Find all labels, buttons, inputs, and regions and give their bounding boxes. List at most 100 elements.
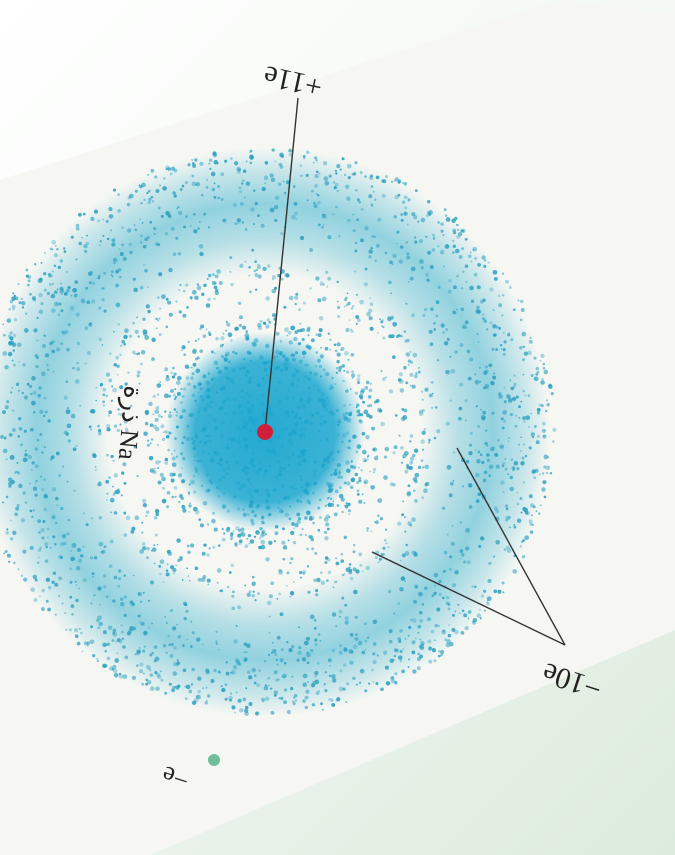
electron-dot: [246, 670, 251, 674]
electron-dot: [113, 424, 118, 428]
electron-dot: [497, 439, 500, 442]
electron-dot: [458, 406, 463, 411]
electron-dot: [413, 448, 419, 453]
electron-dot: [147, 599, 151, 602]
electron-dot: [520, 400, 523, 403]
electron-dot: [275, 658, 279, 662]
electron-dot: [388, 639, 393, 644]
electron-dot: [514, 424, 518, 428]
electron-dot: [40, 302, 44, 306]
electron-dot: [504, 467, 508, 471]
electron-dot: [2, 351, 8, 356]
electron-dot: [320, 346, 323, 349]
electron-dot: [464, 399, 468, 403]
electron-dot: [421, 496, 424, 500]
electron-dot: [69, 580, 73, 584]
electron-dot: [95, 469, 97, 471]
electron-dot: [405, 241, 408, 244]
electron-dot: [153, 226, 157, 231]
electron-dot: [185, 215, 188, 218]
electron-dot: [15, 382, 20, 387]
electron-dot: [158, 564, 162, 568]
electron-dot: [332, 181, 336, 184]
electron-dot: [474, 379, 480, 385]
electron-dot: [372, 652, 376, 656]
electron-dot: [75, 565, 81, 571]
electron-dot: [238, 186, 242, 190]
electron-dot: [137, 614, 141, 618]
electron-dot: [331, 648, 336, 653]
electron-dot: [113, 672, 119, 678]
electron-dot: [542, 434, 547, 439]
electron-dot: [276, 635, 281, 640]
electron-dot: [167, 634, 170, 638]
electron-dot: [482, 478, 487, 483]
electron-dot: [291, 645, 295, 649]
electron-dot: [469, 431, 473, 435]
electron-dot: [237, 222, 240, 225]
electron-dot: [518, 405, 521, 409]
electron-dot: [344, 620, 349, 625]
electron-dot: [32, 574, 38, 580]
electron-dot: [213, 285, 218, 290]
electron-dot: [358, 200, 362, 204]
electron-dot: [282, 180, 285, 183]
electron-dot: [377, 217, 382, 222]
electron-dot: [140, 241, 143, 244]
electron-dot: [245, 687, 248, 690]
electron-dot: [452, 251, 455, 254]
electron-dot: [60, 342, 64, 346]
electron-dot: [111, 275, 114, 278]
electron-dot: [314, 551, 318, 555]
electron-dot: [160, 214, 164, 218]
electron-dot: [101, 298, 105, 302]
electron-dot: [110, 399, 114, 402]
electron-dot: [154, 533, 158, 537]
electron-dot: [323, 176, 329, 181]
electron-dot: [360, 238, 364, 243]
electron-dot: [34, 263, 37, 266]
electron-dot: [319, 329, 322, 332]
electron-dot: [241, 221, 245, 224]
electron-dot: [350, 486, 353, 489]
electron-dot: [102, 388, 106, 392]
electron-dot: [282, 675, 286, 679]
electron-dot: [116, 428, 121, 433]
electron-dot: [331, 678, 337, 683]
electron-dot: [532, 524, 534, 526]
electron-dot: [3, 334, 6, 337]
electron-dot: [50, 455, 55, 460]
electron-dot: [72, 447, 77, 452]
electron-dot: [510, 338, 514, 342]
electron-dot: [129, 404, 133, 408]
electron-dot: [56, 288, 59, 291]
electron-dot: [530, 373, 534, 378]
electron-dot: [246, 537, 249, 540]
electron-dot: [261, 186, 266, 192]
electron-dot: [144, 237, 148, 241]
electron-dot: [136, 374, 140, 378]
electron-dot: [342, 687, 346, 691]
electron-dot: [459, 343, 464, 348]
electron-dot: [380, 687, 384, 692]
electron-dot: [170, 478, 175, 483]
electron-dot: [95, 386, 98, 389]
electron-dot: [258, 669, 261, 672]
electron-dot: [339, 644, 342, 648]
electron-dot: [343, 535, 348, 540]
electron-dot: [371, 668, 374, 672]
electron-dot: [78, 241, 82, 246]
electron-dot: [16, 461, 19, 464]
electron-dot: [257, 592, 260, 596]
electron-dot: [146, 556, 149, 560]
electron-dot: [347, 359, 350, 361]
electron-dot: [375, 682, 379, 685]
electron-dot: [75, 312, 80, 317]
electron-dot: [112, 387, 117, 393]
electron-dot: [521, 555, 526, 559]
electron-dot: [273, 694, 277, 697]
electron-dot: [112, 668, 118, 674]
electron-dot: [120, 624, 123, 627]
electron-dot: [424, 387, 429, 392]
electron-dot: [97, 619, 100, 622]
